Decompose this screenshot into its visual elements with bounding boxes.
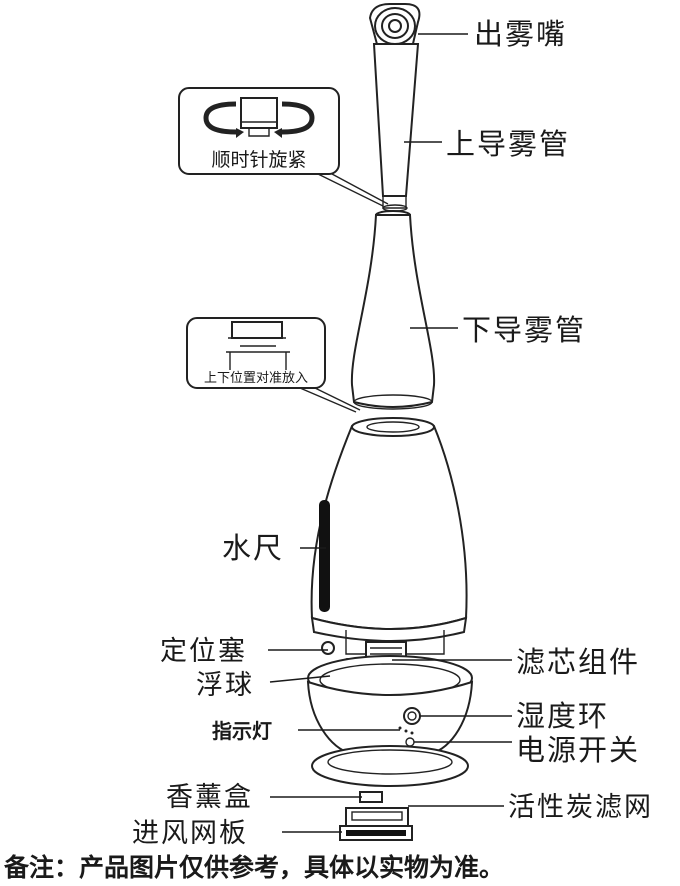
label-upper-tube: 上导雾管	[446, 127, 570, 161]
humidity-ring-knob	[403, 707, 421, 725]
label-water-gauge: 水尺	[222, 531, 284, 565]
label-nozzle: 出雾嘴	[474, 17, 567, 51]
label-humidity-ring: 湿度环	[516, 699, 609, 733]
water-tank-part	[310, 417, 468, 642]
base-part	[306, 655, 474, 787]
upper-tube-part	[372, 43, 420, 212]
nozzle-part	[368, 3, 421, 53]
twist-callout: 顺时针旋紧	[178, 87, 389, 207]
label-power-switch: 电源开关	[516, 733, 640, 767]
align-callout: 上下位置对准放入	[186, 317, 361, 413]
align-callout-text: 上下位置对准放入	[204, 371, 308, 386]
rotate-right-arrow-icon	[274, 128, 282, 138]
rotate-left-arrow-icon	[236, 128, 244, 138]
label-carbon-filter: 活性炭滤网	[508, 792, 653, 823]
label-locating-plug: 定位塞	[160, 636, 247, 667]
label-aroma-box: 香薰盒	[166, 782, 253, 813]
aroma-box-part	[339, 791, 413, 841]
label-float-ball: 浮球	[196, 670, 254, 701]
label-filter-assembly: 滤芯组件	[516, 645, 640, 679]
label-lower-tube: 下导雾管	[462, 313, 586, 347]
leader-lines	[268, 33, 512, 833]
lower-tube-part	[350, 210, 436, 410]
label-indicator: 指示灯	[212, 719, 272, 743]
water-gauge-window	[319, 500, 330, 612]
twist-callout-text: 顺时针旋紧	[211, 149, 306, 171]
label-air-inlet-plate: 进风网板	[132, 818, 248, 849]
footer-note: 备注：产品图片仅供参考，具体以实物为准。	[3, 853, 504, 882]
